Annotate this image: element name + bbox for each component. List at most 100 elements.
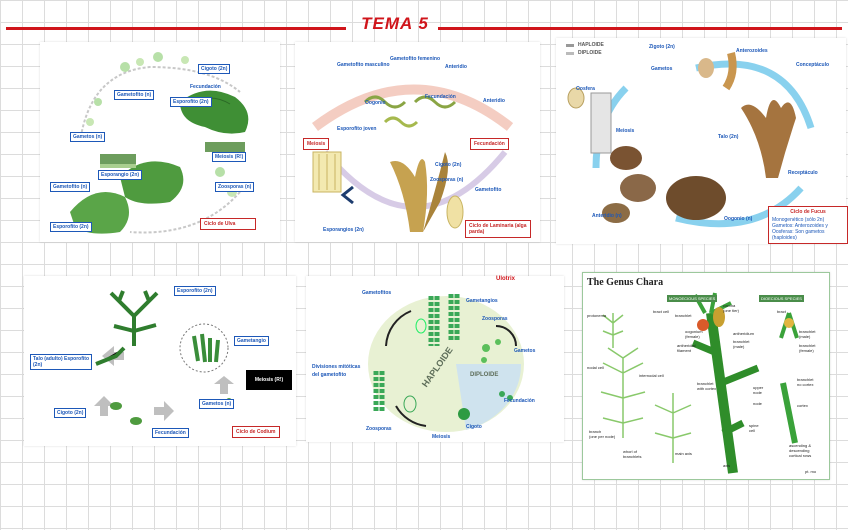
fucus-cycle-diagram [566, 44, 815, 228]
laminaria-box-meiosis: Meiosis [303, 138, 330, 150]
laminaria-label-4: Fecundación [425, 94, 456, 100]
chara-label-20: branchlets [623, 454, 642, 459]
ulva-label-0: Cigoto (2n) [198, 64, 231, 74]
chara-tag-dioecious: DIOECIOUS SPECIES [759, 295, 804, 302]
chara-label-12: with cortex [697, 386, 717, 391]
fucus-label-0: Zigoto (2n) [649, 44, 675, 50]
chara-label-28: cortical rows [789, 453, 812, 458]
chara-diagram [600, 292, 799, 474]
haplodiplo-top-label: Ulotrix [496, 276, 516, 282]
chara-label-3: antheridium [733, 331, 754, 336]
haplodiplo-label-6: Zoosporas [366, 426, 392, 432]
laminaria-label-5b: Anteridio [483, 98, 505, 104]
haplodiplo-label-7: Zoosporas [482, 316, 508, 322]
ulva-cycle-panel: Cigoto (2n) Fecundación Esporofito (2n) … [40, 42, 280, 242]
chara-label-21: branch [589, 429, 602, 434]
codium-label-4: Cigoto (2n) [54, 408, 87, 418]
fucus-caption-line-1: Gametos: Anterozoides y [772, 223, 828, 229]
ulva-label-8: Gametofito (n) [50, 182, 91, 192]
fucus-label-8: Anteridio (n) [592, 213, 622, 219]
ulva-label-2: Esporofito (2n) [170, 97, 212, 107]
haplodiplo-cycle-diagram [368, 294, 524, 432]
chara-label-14: node [753, 390, 762, 395]
laminaria-label-7: Zoosporas (n) [430, 177, 464, 183]
fucus-caption: Ciclo de Fucus Monogenético (sólo 2n) Ga… [768, 206, 848, 244]
laminaria-label-8: Cigoto (2n) [435, 162, 462, 168]
header-rule-right [438, 27, 842, 30]
laminaria-label-6: Esporangios (2n) [323, 227, 364, 233]
chara-label-8: (male) [733, 344, 745, 349]
codium-label-0: Esporofito (2n) [174, 286, 216, 296]
chara-label-22: (one per node) [589, 434, 616, 439]
codium-meiosis-box: Meiosis (R!) [246, 370, 292, 390]
fucus-label-1: Gametos [651, 66, 673, 72]
ulva-label-5: Meiosis (R!) [212, 152, 247, 162]
haplodiplo-label-2: Gametos [514, 348, 536, 354]
chara-label-29: axis [723, 463, 731, 468]
ulva-label-1: Fecundación [190, 84, 221, 90]
ulva-cycle-diagram [70, 52, 249, 234]
fucus-label-9: Oogonio (n) [724, 216, 753, 222]
chara-label-37: cortex [797, 403, 808, 408]
chara-title: The Genus Chara [587, 277, 664, 288]
fucus-label-6: Meiosis [616, 128, 635, 134]
page-title: TEMA 5 [361, 14, 429, 33]
chara-label-34: (male) [799, 334, 811, 339]
chara-tag-monoecious: MONOECIOUS SPECIES [667, 295, 718, 302]
chara-label-30: branchlet [797, 377, 814, 382]
chara-label-26: ascending & [789, 443, 812, 448]
codium-cycle-diagram [94, 290, 234, 425]
laminaria-label-1: Gametofito femenino [390, 56, 441, 62]
codium-cycle-panel: Esporofito (2n) Gametangio Gametos (n) F… [24, 276, 296, 446]
chara-footer: pt. mo [805, 469, 817, 474]
chara-label-11: branchlet [697, 381, 714, 386]
laminaria-label-0: Gametofito masculino [337, 62, 390, 68]
laminaria-cycle-panel: Gametofito masculino Gametofito femenino… [295, 42, 540, 242]
ulva-caption: Ciclo de Ulva [200, 218, 256, 230]
laminaria-caption: Ciclo de Laminaria (alga parda) [465, 220, 531, 238]
chara-label-36: (female) [799, 348, 814, 353]
chara-label-32: bract [777, 309, 786, 314]
haplodiplo-small-0: Divisiones mitóticas [312, 364, 361, 370]
fucus-label-3: Oosfera [576, 86, 595, 92]
fucus-legend-haploid: HAPLOIDE [578, 42, 604, 48]
ulva-label-3: Gametofito (n) [114, 90, 155, 100]
chara-label-4: branchlet [675, 313, 692, 318]
haplodiplo-label-1: Gametangios [466, 298, 498, 304]
codium-label-5: Talo (adulto) Esporofito (2n) [30, 354, 92, 370]
chara-label-7: branchlet [733, 339, 750, 344]
fucus-label-5: Conceptáculo [796, 62, 830, 68]
fucus-label-2: Anterozoides [736, 48, 768, 54]
haplodiplo-label-5: Meiosis [432, 434, 451, 440]
haplodiplo-small-1: del gametofito [312, 372, 347, 378]
chara-label-33: branchlet [799, 329, 816, 334]
laminaria-label-9: Gametofito [475, 187, 502, 193]
haplodiplo-label-3: Fecundación [504, 398, 535, 404]
haplodiplo-diploid-label: DIPLOIDE [470, 372, 499, 378]
codium-caption: Ciclo de Codium [232, 426, 280, 438]
chara-label-16: cell [749, 428, 756, 433]
chara-label-25: protonema [587, 313, 607, 318]
fucus-cycle-panel: HAPLOIDE DIPLOIDE Zigoto (2n) Gametos An… [556, 38, 848, 244]
chara-label-24: internodal cell [639, 373, 664, 378]
haplodiplo-label-0: Gametofitos [362, 290, 392, 296]
fucus-caption-line-3: (haploides) [772, 235, 797, 241]
fucus-label-4: Talo (2n) [718, 134, 739, 140]
chara-label-13: upper [753, 385, 764, 390]
laminaria-label-3: Oogonio [365, 100, 386, 106]
laminaria-cycle-diagram [312, 84, 514, 232]
chara-label-6: (female) [685, 334, 700, 339]
ulva-label-7: Esporangio (2n) [98, 170, 143, 180]
fucus-label-7: Receptáculo [788, 170, 818, 176]
chara-label-10: filament [677, 348, 692, 353]
chara-label-35: branchlet [799, 343, 816, 348]
laminaria-box-fecundacion: Fecundación [470, 138, 509, 150]
chara-label-31: no cortex [797, 382, 814, 387]
ulva-label-9: Esporofito (2n) [50, 222, 92, 232]
chara-label-1: (one tier) [723, 308, 740, 313]
chara-label-18: main axis [675, 451, 692, 456]
haplodiplo-label-4: Cigoto [466, 424, 482, 430]
haplodiplo-cycle-panel: Ulotrix Gametofitos Gametangios Gametos … [306, 276, 564, 442]
chara-label-15: spine [749, 423, 759, 428]
chara-panel: The Genus Chara MONOECIOUS SPECIES DIOEC… [582, 272, 830, 480]
